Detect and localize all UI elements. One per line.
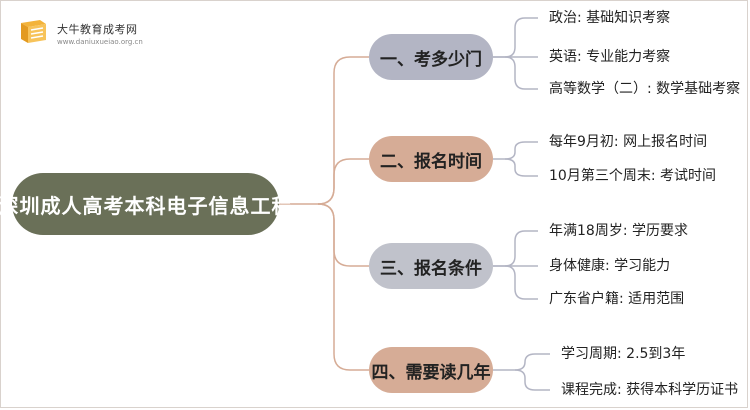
connector-root-branch-1 [279, 56, 369, 205]
leaf-study-period: 学习周期: 2.5到3年 [561, 346, 686, 362]
leaf-residency: 广东省户籍: 适用范围 [549, 291, 685, 307]
leaf-math: 高等数学（二）: 数学基础考察 [549, 81, 741, 97]
branch-node-exam-subjects: 一、考多少门 [369, 34, 493, 80]
root-node: 深圳成人高考本科电子信息工程 [0, 173, 292, 235]
logo-title: 大牛教育成考网 [57, 23, 138, 36]
connector-root-branch-2 [317, 158, 369, 205]
leaf-health: 身体健康: 学习能力 [549, 258, 671, 274]
connector-root-branch-3 [317, 203, 369, 267]
connector-root-branch-4 [317, 203, 369, 371]
branch-node-registration-time: 二、报名时间 [369, 136, 493, 182]
connector-b1-leaf-1 [493, 17, 538, 58]
connector-b2-leaf-1 [493, 141, 538, 160]
connector-b4-leaf-1 [493, 353, 550, 371]
site-logo[interactable]: 大牛教育成考网 www.daniuxueiao.org.cn [18, 16, 163, 50]
connector-b4-leaf-2 [514, 369, 550, 391]
connector-b1-leaf-3 [504, 56, 538, 90]
connector-b3-leaf-1 [493, 230, 538, 267]
connector-b2-leaf-2 [504, 158, 538, 177]
leaf-age-requirement: 年满18周岁: 学历要求 [549, 223, 688, 239]
connector-b3-leaf-3 [504, 265, 538, 300]
branch-node-study-duration: 四、需要读几年 [369, 347, 493, 393]
logo-url: www.daniuxueiao.org.cn [57, 38, 143, 46]
leaf-exam-time: 10月第三个周末: 考试时间 [549, 168, 716, 184]
branch-node-registration-requirements: 三、报名条件 [369, 243, 493, 289]
leaf-english: 英语: 专业能力考察 [549, 49, 671, 65]
leaf-course-completion: 课程完成: 获得本科学历证书 [561, 382, 739, 398]
leaf-online-registration: 每年9月初: 网上报名时间 [549, 134, 708, 150]
leaf-politics: 政治: 基础知识考察 [549, 10, 671, 26]
book-logo-icon [21, 20, 46, 43]
